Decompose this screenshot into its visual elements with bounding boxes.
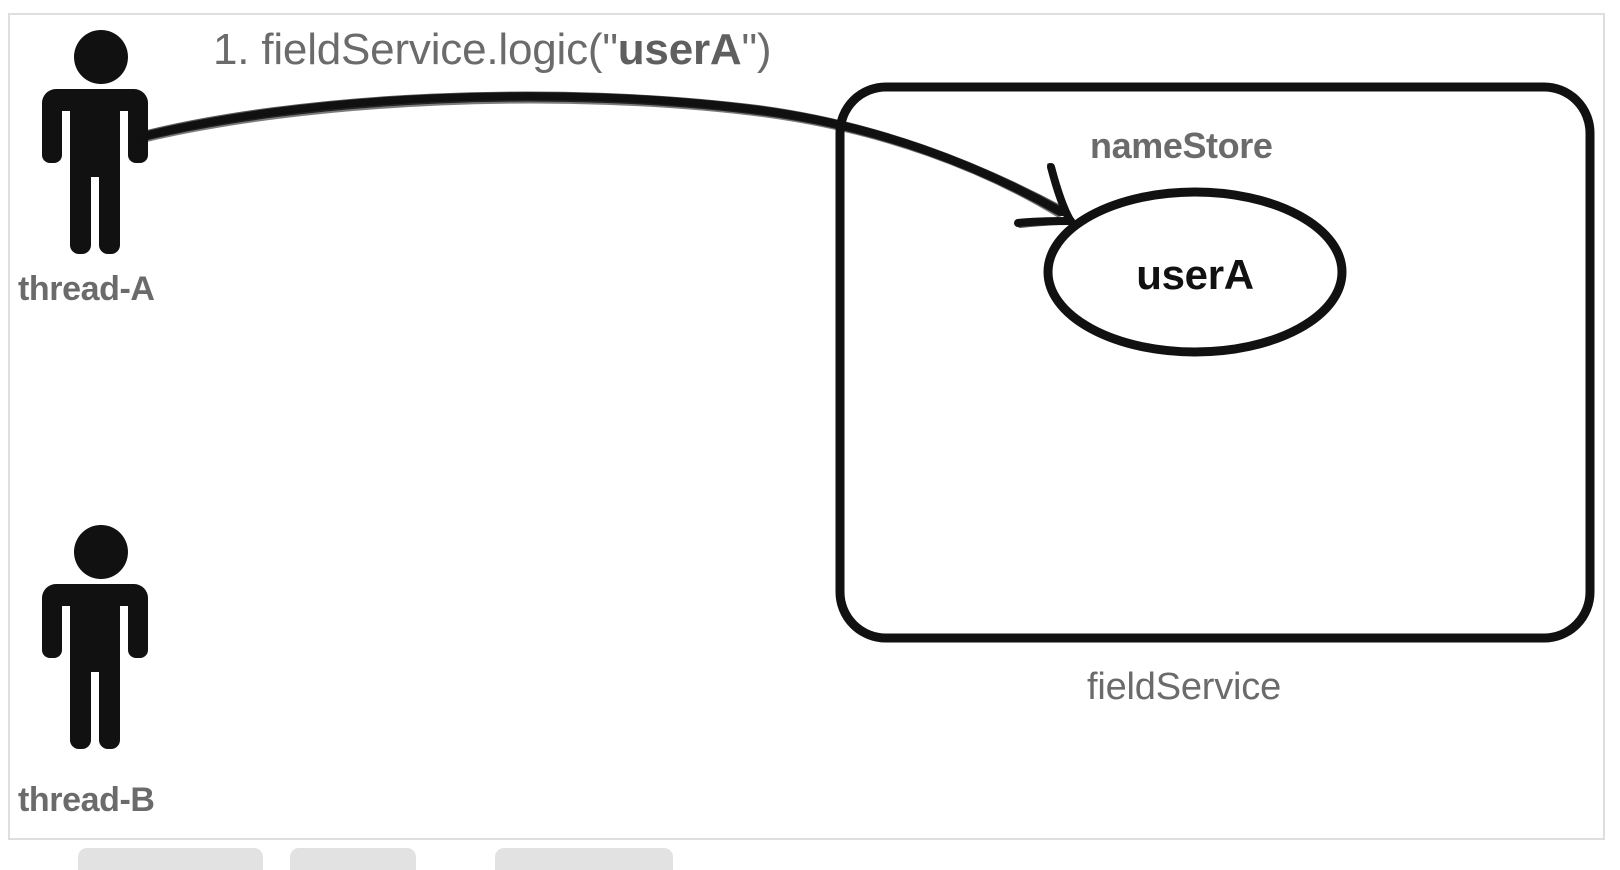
- node-label-usera: userA: [1136, 251, 1254, 298]
- bottom-toolbar-chip-2[interactable]: [290, 848, 416, 870]
- bottom-toolbar-chip-3[interactable]: [495, 848, 673, 870]
- bottom-toolbar-chip-1[interactable]: [78, 848, 263, 870]
- actor-label-thread-a: thread-A: [18, 270, 155, 308]
- call-label-argument: userA: [617, 25, 742, 74]
- call-step-label: 1. fieldService.logic("userA"): [213, 25, 772, 74]
- actor-label-thread-b: thread-B: [18, 781, 155, 819]
- call-label-prefix: 1. fieldService.logic(": [213, 25, 618, 74]
- field-label-namestore: nameStore: [1090, 125, 1273, 166]
- call-label-suffix: "): [741, 25, 772, 74]
- container-label-fieldservice: fieldService: [1087, 666, 1282, 708]
- diagram-panel: [8, 13, 1605, 840]
